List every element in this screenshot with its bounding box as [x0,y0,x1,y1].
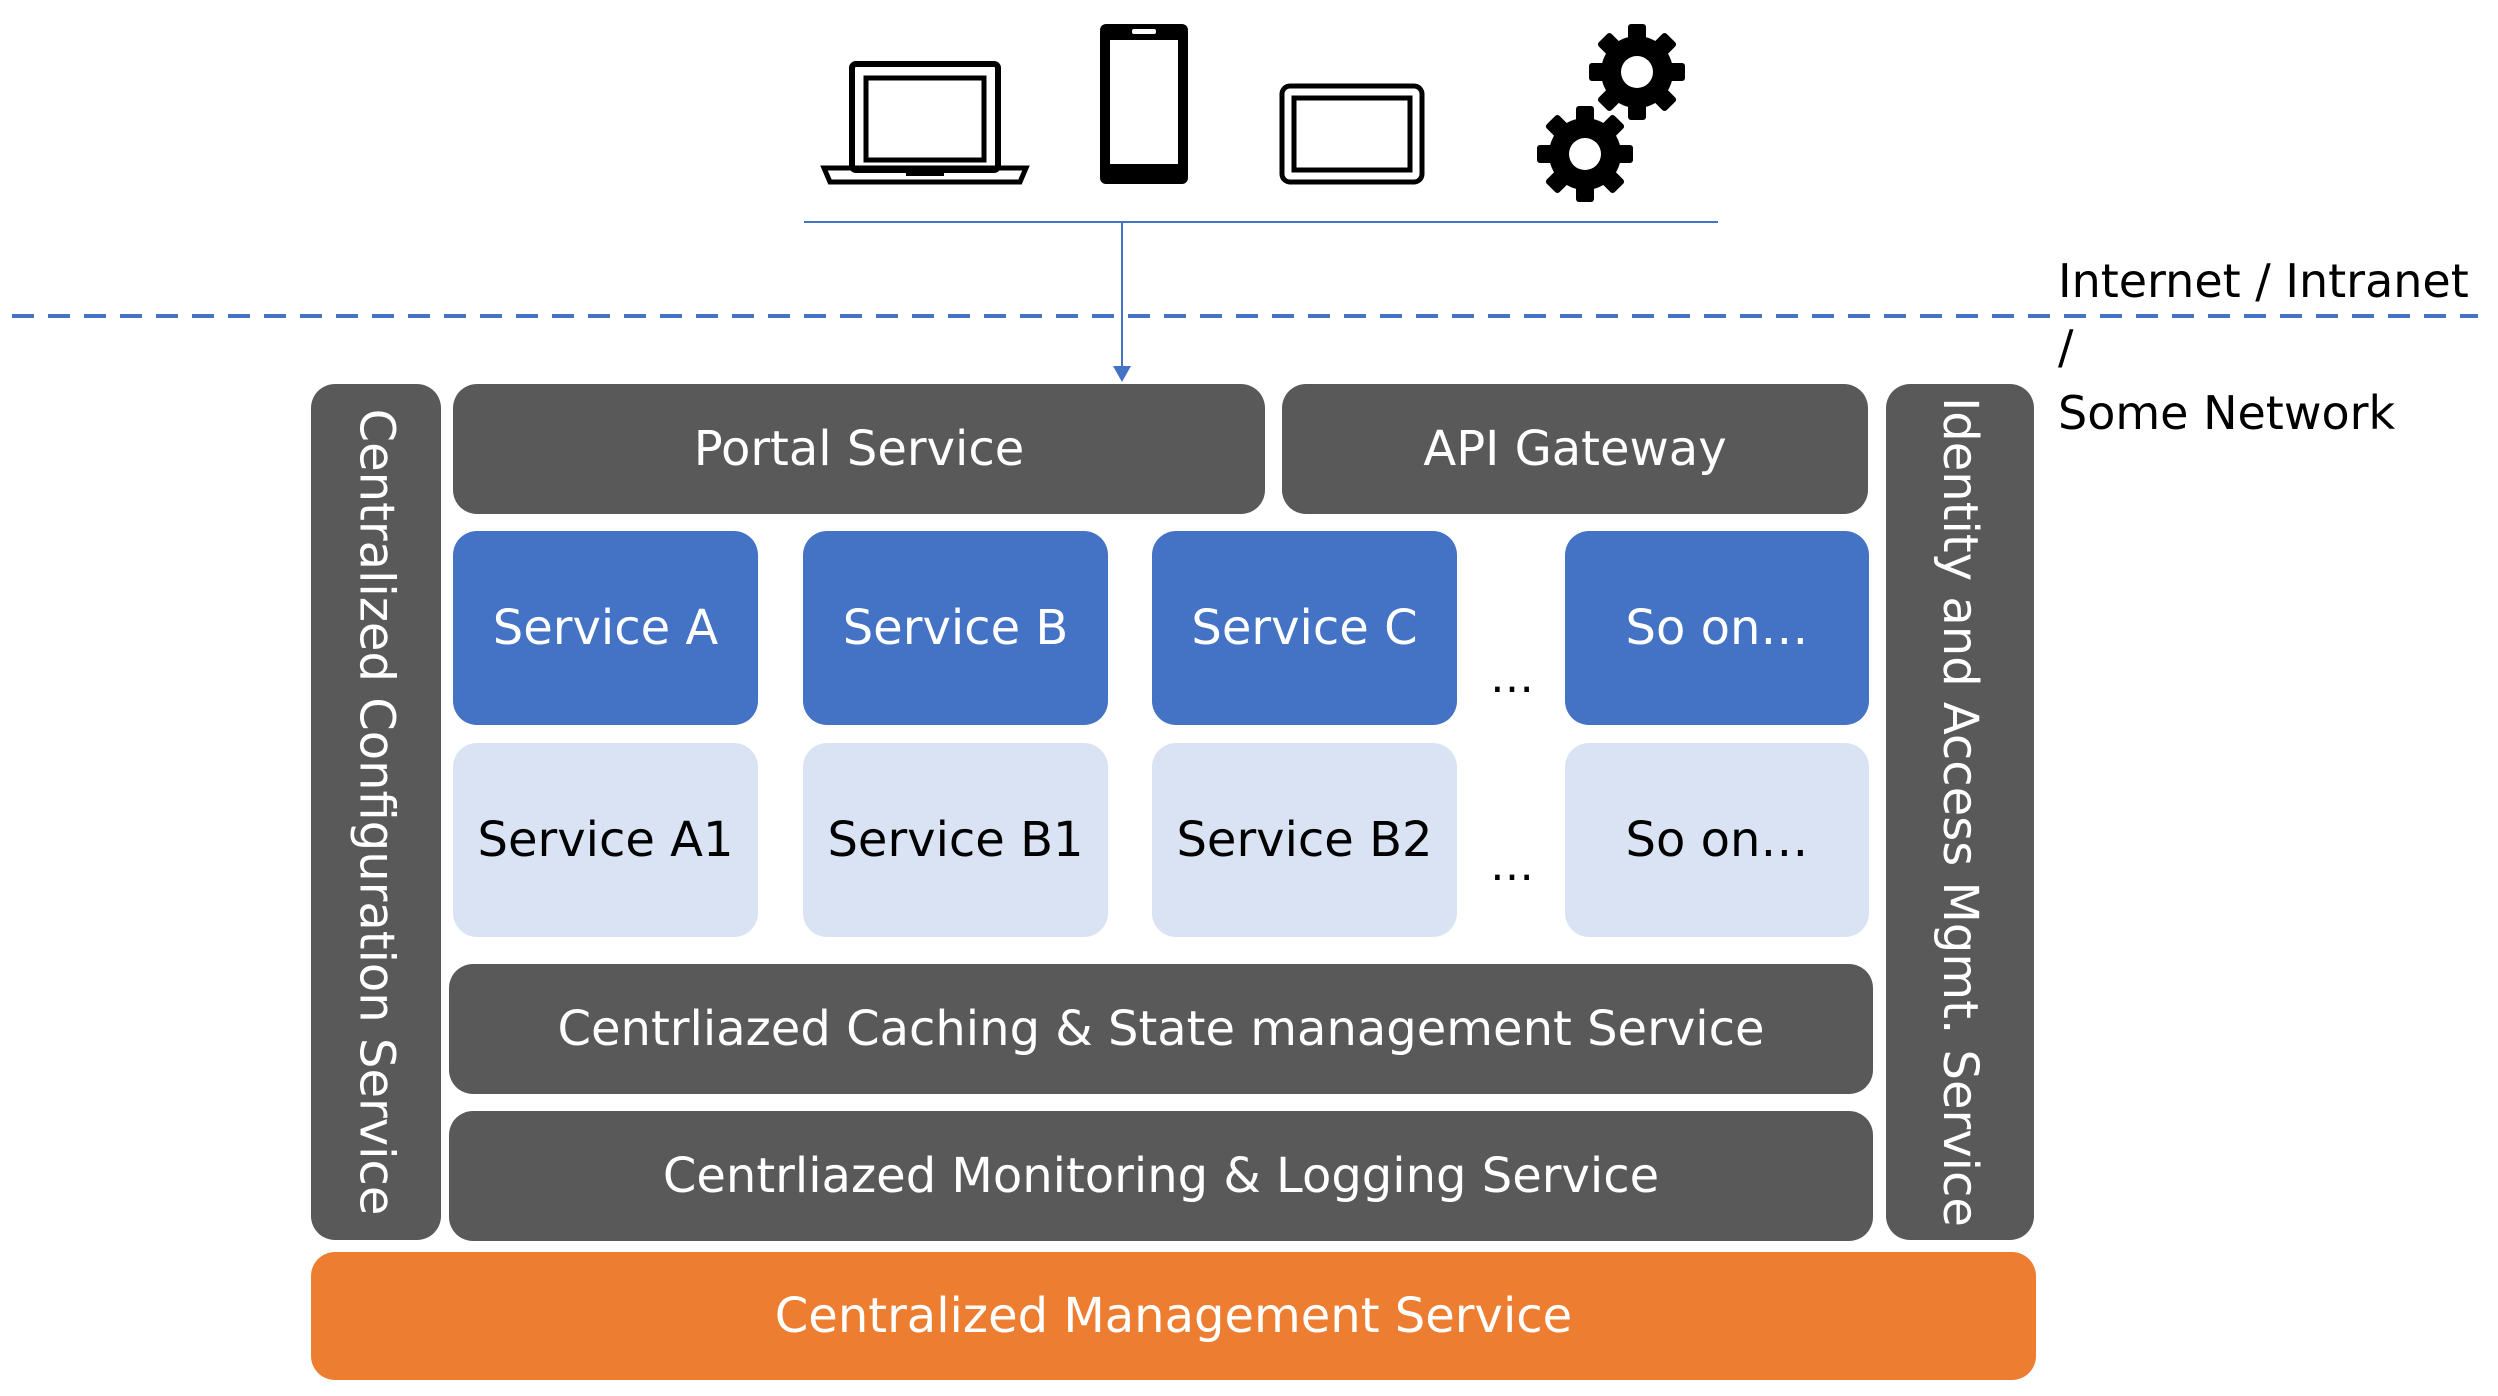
service-label: So on… [1625,600,1809,656]
service-box: Service B [803,531,1108,725]
connector-lines [12,221,2478,382]
service-box: Service C [1152,531,1457,725]
sub-service-label: Service B1 [827,812,1084,868]
ellipsis: … [1490,840,1536,891]
laptop-icon [820,61,1030,185]
network-label-line2: Some Network [2058,386,2396,440]
caching-service: Centrliazed Caching & State management S… [449,964,1873,1094]
network-label: Internet / Intranet / Some Network [2058,248,2498,446]
tablet-icon [1279,83,1425,185]
gears-icon [1537,24,1685,202]
management-service: Centralized Management Service [311,1252,2036,1380]
portal-service-label: Portal Service [693,421,1025,477]
identity-service-label: Identity and Access Mgmt. Service [1932,397,1989,1227]
service-label: Service B [842,600,1069,656]
ellipsis: … [1490,652,1536,703]
sub-service-box: Service A1 [453,743,758,937]
sub-service-label: Service B2 [1176,812,1433,868]
api-gateway-label: API Gateway [1423,421,1727,477]
monitoring-service: Centrliazed Monitoring & Logging Service [449,1111,1873,1241]
service-box: So on… [1565,531,1869,725]
config-service-label: Centralized Configuration Service [348,408,404,1216]
sub-service-label: So on… [1625,812,1809,868]
api-gateway: API Gateway [1282,384,1868,514]
management-service-label: Centralized Management Service [774,1288,1573,1344]
monitoring-service-label: Centrliazed Monitoring & Logging Service [662,1148,1660,1204]
config-service: Centralized Configuration Service [311,384,441,1240]
service-box: Service A [453,531,758,725]
service-label: Service C [1191,600,1418,656]
service-label: Service A [492,600,719,656]
portal-service: Portal Service [453,384,1265,514]
sub-service-box: Service B2 [1152,743,1457,937]
connector-arrow-head [1113,366,1131,382]
identity-service: Identity and Access Mgmt. Service [1886,384,2034,1240]
sub-service-box: So on… [1565,743,1869,937]
sub-service-box: Service B1 [803,743,1108,937]
network-label-line1: Internet / Intranet / [2058,254,2469,374]
mobile-phone-icon [1100,24,1188,184]
sub-service-label: Service A1 [477,812,734,868]
caching-service-label: Centrliazed Caching & State management S… [557,1001,1765,1057]
